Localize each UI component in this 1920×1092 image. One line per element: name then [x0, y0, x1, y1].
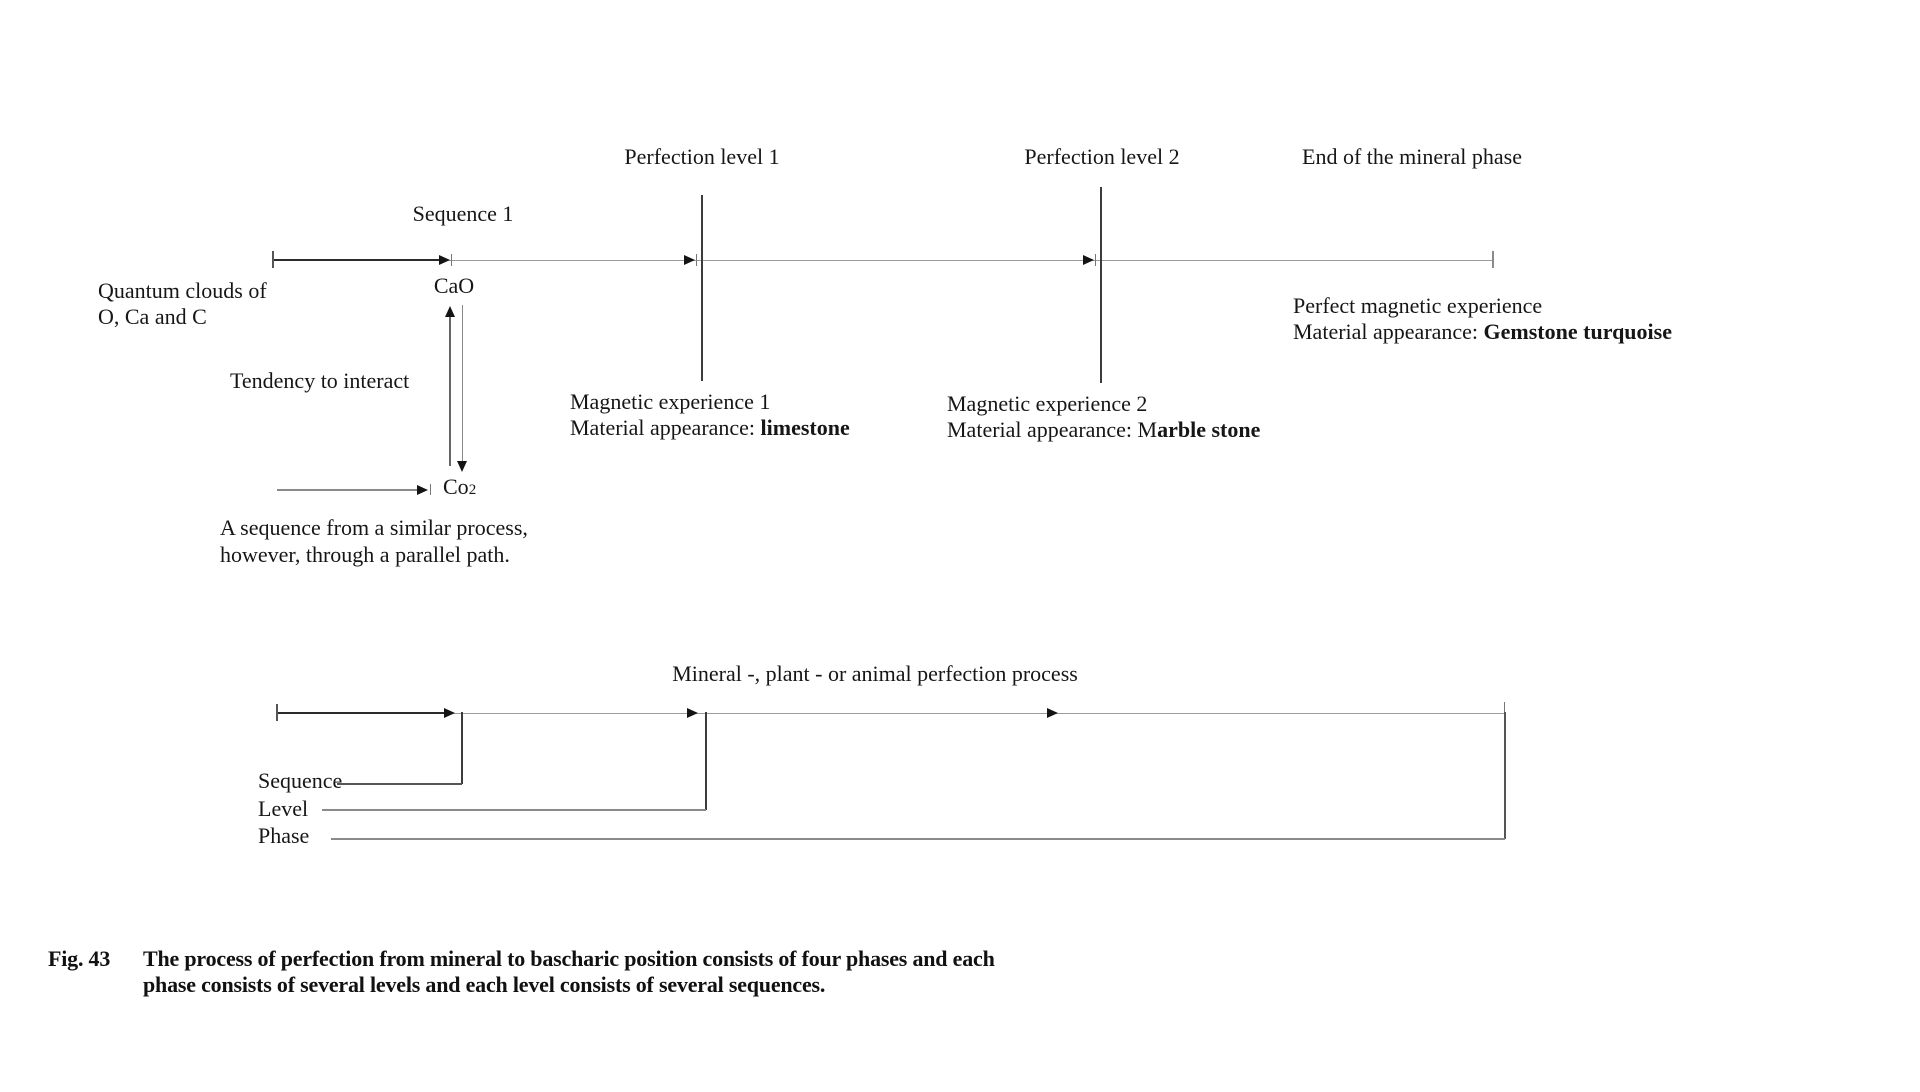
perfection-level-2-label: Perfection level 2	[1024, 144, 1180, 169]
magnetic-experience-2-block: Magnetic experience 2 Material appearanc…	[947, 391, 1260, 443]
perfection-process-title: Mineral -, plant - or animal perfection …	[672, 661, 1078, 686]
sequence-drop-line	[461, 712, 463, 784]
level-connector-line	[322, 809, 706, 811]
interaction-line-down	[461, 305, 463, 461]
end-of-mineral-phase-label: End of the mineral phase	[1302, 144, 1522, 169]
timeline2-segment-dark	[277, 712, 444, 714]
quantum-clouds-line2: O, Ca and C	[98, 304, 207, 329]
magnetic-experience-1-material: Material appearance: limestone	[570, 415, 850, 441]
timeline1-tick-3	[1095, 254, 1096, 266]
parallel-arrow-tick	[430, 484, 431, 495]
arrow-down-icon	[457, 461, 467, 472]
material-prefix: Material appearance:	[1293, 319, 1484, 344]
timeline1-segment-gray	[447, 259, 1493, 261]
timeline1-segment-dark	[273, 259, 445, 261]
magnetic-experience-2-title: Magnetic experience 2	[947, 391, 1148, 416]
perfection-level-2-line	[1100, 187, 1102, 383]
timeline1-start-tick	[272, 251, 274, 268]
magnetic-experience-1-title: Magnetic experience 1	[570, 389, 771, 414]
arrow-right-icon	[417, 485, 428, 495]
perfection-level-1-label: Perfection level 1	[624, 144, 780, 169]
magnetic-experience-1-block: Magnetic experience 1 Material appearanc…	[570, 389, 850, 441]
sequence-1-label: Sequence 1	[412, 201, 514, 226]
phase-drop-line	[1504, 712, 1506, 839]
perfect-magnetic-material: Material appearance: Gemstone turquoise	[1293, 319, 1672, 345]
sequence-label: Sequence	[258, 768, 343, 793]
arrow-up-icon	[445, 306, 455, 317]
timeline1-end-tick	[1492, 251, 1494, 268]
parallel-note-line2: however, through a parallel path.	[220, 542, 510, 567]
sequence-connector-line	[337, 783, 462, 785]
phase-connector-line	[331, 838, 1505, 840]
perfect-magnetic-block: Perfect magnetic experience Material app…	[1293, 293, 1672, 345]
parallel-note: A sequence from a similar process, howev…	[220, 514, 528, 568]
co2-subscript: 2	[468, 482, 477, 498]
magnetic-experience-2-material: Material appearance: Marble stone	[947, 417, 1260, 443]
level-drop-line	[705, 712, 707, 810]
perfection-level-1-line	[701, 195, 703, 381]
parallel-path-arrow-line	[277, 489, 417, 491]
arrow-right-icon	[684, 255, 695, 265]
interaction-line-up	[449, 309, 451, 466]
figure-caption-line1: The process of perfection from mineral t…	[143, 946, 995, 971]
figure-number-label: Fig. 43	[48, 946, 111, 971]
material-prefix: Material appearance:	[570, 415, 761, 440]
material-value: limestone	[760, 415, 850, 440]
arrow-right-icon	[1083, 255, 1094, 265]
phase-label: Phase	[258, 823, 310, 848]
timeline1-tick-2	[696, 254, 697, 266]
arrow-right-icon	[439, 255, 450, 265]
perfect-magnetic-title: Perfect magnetic experience	[1293, 293, 1543, 318]
arrow-right-icon	[1047, 708, 1058, 718]
arrow-right-icon	[444, 708, 455, 718]
timeline2-start-tick	[276, 704, 278, 721]
figure-caption-line2: phase consists of several levels and eac…	[143, 972, 826, 997]
material-value: arble stone	[1157, 417, 1261, 442]
timeline1-tick-1	[451, 254, 452, 266]
arrow-right-icon	[687, 708, 698, 718]
parallel-note-line1: A sequence from a similar process,	[220, 515, 528, 540]
cao-label: CaO	[433, 273, 475, 298]
quantum-clouds-label: Quantum clouds of O, Ca and C	[98, 278, 267, 330]
timeline2-end-tick	[1504, 702, 1505, 713]
co2-base: Co	[443, 474, 469, 499]
figure-caption: The process of perfection from mineral t…	[143, 946, 995, 998]
material-prefix: Material appearance: M	[947, 417, 1158, 442]
tendency-to-interact-label: Tendency to interact	[230, 368, 410, 393]
timeline2-segment-gray	[444, 712, 1505, 714]
quantum-clouds-line1: Quantum clouds of	[98, 278, 267, 303]
level-label: Level	[258, 796, 309, 821]
material-value: Gemstone turquoise	[1483, 319, 1672, 344]
co2-label: Co2	[443, 474, 476, 503]
